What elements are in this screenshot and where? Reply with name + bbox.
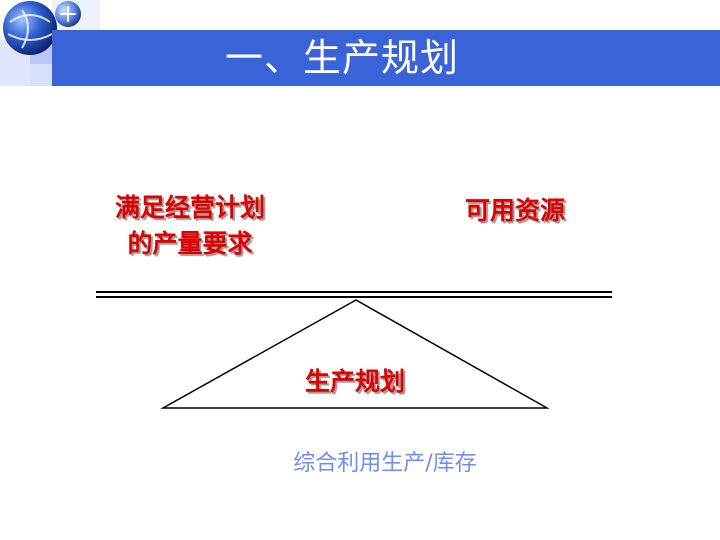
left-load-label-line1: 满足经营计划	[114, 193, 265, 222]
globe-logo-icon	[3, 1, 81, 55]
fulcrum-label: 生产规划	[304, 367, 405, 396]
title-bar	[52, 30, 720, 86]
fulcrum-triangle	[160, 299, 550, 409]
left-load-label: 满足经营计划 的产量要求	[90, 190, 290, 262]
decor-tile	[30, 64, 52, 86]
left-load-label-line2: 的产量要求	[127, 229, 253, 258]
right-load-label: 可用资源	[464, 196, 565, 225]
page-title: 一、生产规划	[225, 36, 460, 80]
caption-text: 综合利用生产/库存	[293, 451, 477, 476]
